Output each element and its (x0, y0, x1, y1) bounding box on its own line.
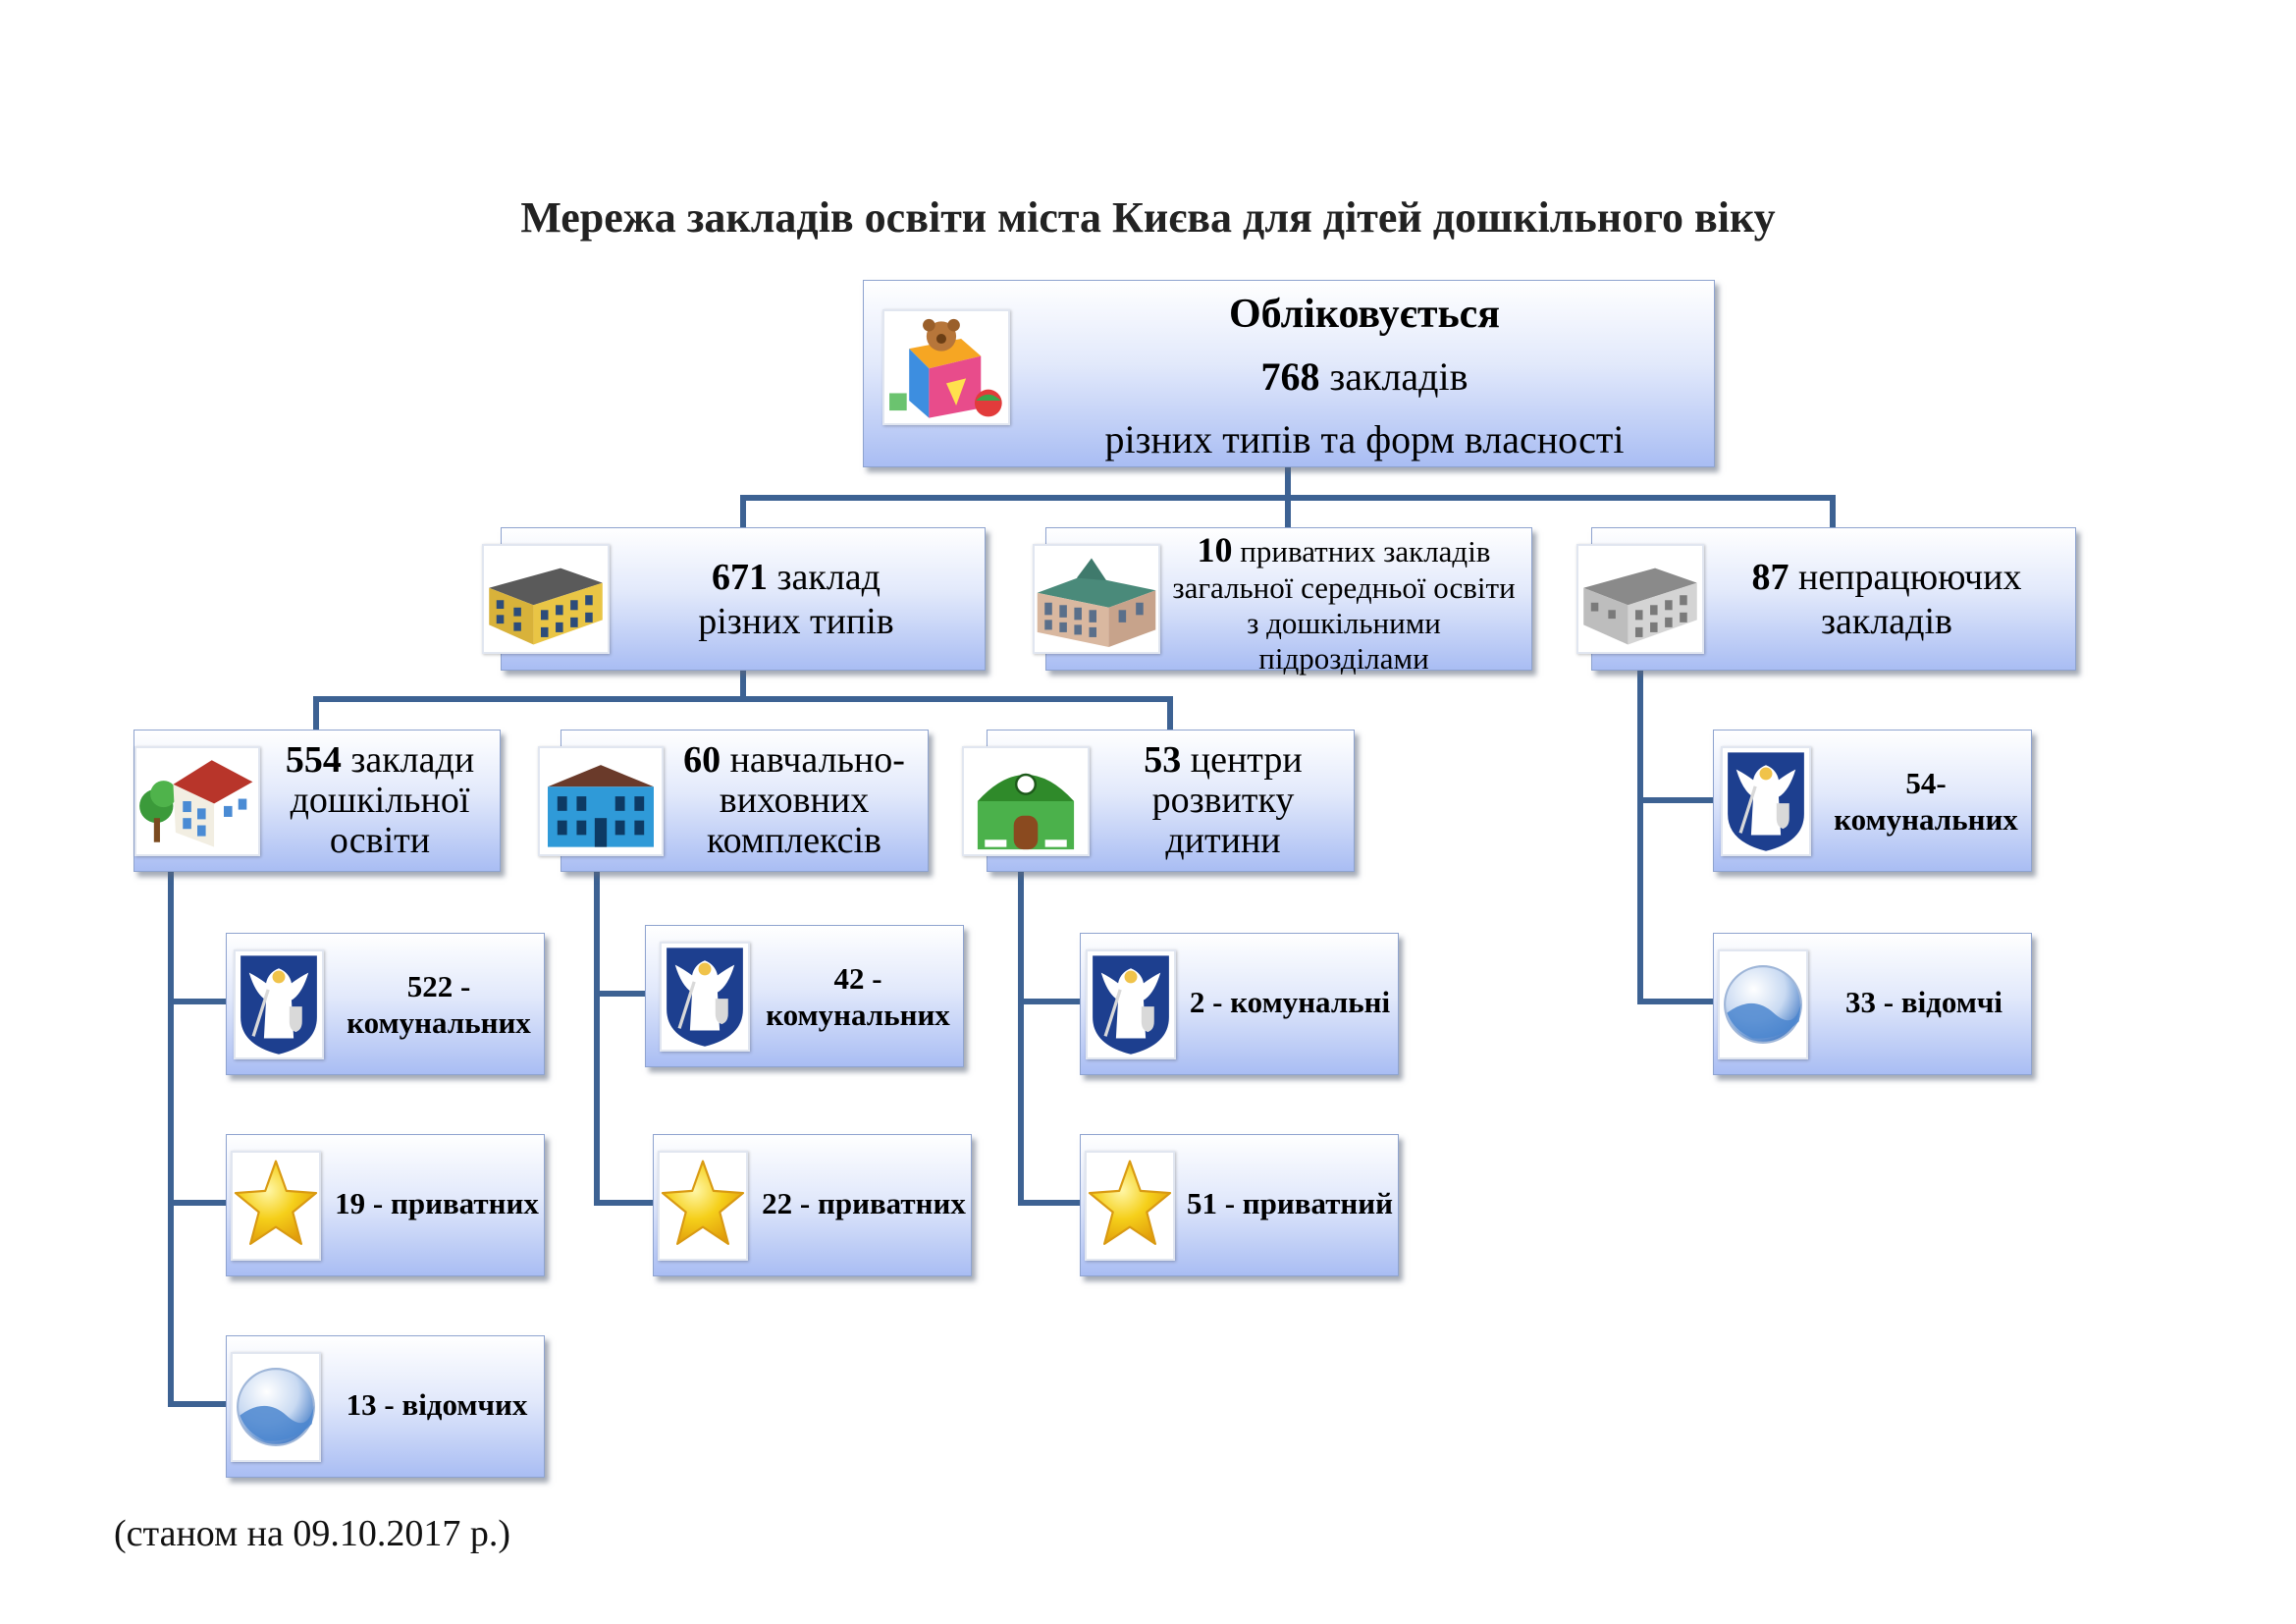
root-text: Обліковується 768 закладів різних типів … (1021, 283, 1708, 471)
leaf-54-text: 54- комунальних (1822, 766, 2030, 838)
node-554-preschool: 554 заклади дошкільної освіти (133, 730, 501, 872)
node-671-count: 671 (711, 557, 768, 598)
node-53-line3: дитини (1165, 820, 1281, 862)
node-60-count: 60 (683, 739, 721, 781)
leaf-522-communal: 522 - комунальних (226, 933, 545, 1075)
root-count-label: закладів (1329, 354, 1468, 399)
leaf-42-text: 42 - комунальних (754, 961, 962, 1033)
node-53-text: 53 центри розвитку дитини (1095, 739, 1351, 862)
node-671-line2: різних типів (698, 600, 894, 642)
node-554-label1: заклади (350, 739, 475, 781)
leaf-13-departmental: 13 - відомчих (226, 1335, 545, 1478)
node-87-line2: закладів (1820, 600, 1952, 642)
leaf-33-departmental: 33 - відомчі (1713, 933, 2032, 1075)
leaf-42-communal: 42 - комунальних (645, 925, 964, 1067)
node-10-line2: загальної середньої освіти (1172, 570, 1516, 606)
node-10-line1: 10 приватних закладів (1154, 530, 1533, 570)
node-87-count: 87 (1751, 557, 1789, 598)
leaf-522-text: 522 - комунальних (335, 969, 543, 1041)
house-with-tree-icon (134, 746, 260, 856)
node-53-line2: розвитку (1151, 780, 1295, 822)
star-icon (1085, 1151, 1175, 1261)
node-53-centers: 53 центри розвитку дитини (962, 730, 1355, 872)
leaf-13-text: 13 - відомчих (346, 1387, 528, 1422)
node-10-private-schools: 10 приватних закладів загальної середньо… (1033, 527, 1532, 676)
node-53-line1: 53 центри (1095, 739, 1351, 781)
star-icon (658, 1151, 748, 1261)
node-10-label1: приватних закладів (1240, 534, 1491, 568)
leaf-22-private: 22 - приватних (653, 1134, 972, 1276)
node-60-line2: виховних (719, 780, 870, 822)
leaf-19-text: 19 - приватних (335, 1186, 539, 1220)
node-60-line3: комплексів (707, 820, 881, 862)
node-554-count: 554 (285, 739, 342, 781)
leaf-54-communal: 54- комунальних (1713, 730, 2032, 872)
leaf-42-number: 42 - (833, 961, 882, 996)
leaf-19-private: 19 - приватних (226, 1134, 545, 1276)
node-10-line4: підрозділами (1258, 640, 1429, 676)
blue-sphere-icon (231, 1352, 321, 1462)
node-87-text: 87 непрацюючих закладів (1710, 556, 2063, 644)
node-53-label1: центри (1190, 739, 1303, 781)
root-line3: різних типів та форм власності (1104, 417, 1625, 461)
apartment-building-icon (482, 544, 610, 654)
node-554-text: 554 заклади дошкільної освіти (262, 739, 498, 862)
leaf-22-text: 22 - приватних (762, 1186, 966, 1220)
footnote-date: (станом на 09.10.2017 р.) (114, 1513, 510, 1554)
leaf-51-text: 51 - приватний (1186, 1186, 1394, 1220)
leaf-54-label: комунальних (1834, 801, 2018, 837)
blue-sphere-icon (1718, 949, 1808, 1059)
node-10-line3: з дошкільними (1247, 606, 1441, 641)
leaf-51-private: 51 - приватний (1080, 1134, 1399, 1276)
leaf-522-label: комунальних (347, 1004, 531, 1040)
node-60-complexes: 60 навчально- виховних комплексів (538, 730, 929, 872)
node-87-line1: 87 непрацюючих (1710, 556, 2063, 600)
node-87-inactive: 87 непрацюючих закладів (1576, 527, 2076, 671)
root-count: 768 (1260, 354, 1320, 399)
node-60-line1: 60 навчально- (664, 739, 925, 781)
node-60-text: 60 навчально- виховних комплексів (664, 739, 925, 862)
grey-building-icon (1576, 544, 1704, 654)
leaf-522-number: 522 - (406, 969, 471, 1003)
kyiv-coat-of-arms-icon (234, 949, 324, 1059)
leaf-2-communal: 2 - комунальні (1080, 933, 1399, 1075)
kyiv-coat-of-arms-icon (660, 942, 750, 1052)
root-node: Обліковується 768 закладів різних типів … (863, 280, 1715, 467)
star-icon (231, 1151, 321, 1261)
node-87-label1: непрацюючих (1797, 557, 2022, 598)
node-10-count: 10 (1197, 530, 1233, 569)
toy-box-icon (882, 309, 1010, 425)
mansion-icon (1033, 544, 1160, 654)
node-554-line3: освіти (329, 820, 431, 862)
node-671-label1: заклад (776, 557, 881, 598)
node-60-label1: навчально- (729, 739, 905, 781)
node-53-count: 53 (1144, 739, 1182, 781)
blue-house-icon (538, 746, 664, 856)
kyiv-coat-of-arms-icon (1721, 746, 1811, 856)
root-line2: 768 закладів (1021, 346, 1708, 408)
leaf-42-label: комунальних (766, 997, 950, 1032)
kyiv-coat-of-arms-icon (1086, 949, 1176, 1059)
node-554-line2: дошкільної (290, 780, 470, 822)
leaf-54-number: 54- (1905, 766, 1947, 800)
green-house-icon (962, 746, 1090, 856)
diagram-title: Мережа закладів освіти міста Києва для д… (520, 193, 1776, 242)
node-671-types: 671 заклад різних типів (482, 527, 986, 671)
root-line1: Обліковується (1228, 292, 1501, 337)
node-10-text: 10 приватних закладів загальної середньо… (1154, 530, 1533, 676)
node-554-line1: 554 заклади (262, 739, 498, 781)
leaf-33-text: 33 - відомчі (1845, 985, 2002, 1019)
leaf-2-text: 2 - комунальні (1189, 985, 1391, 1019)
node-671-text: 671 заклад різних типів (629, 556, 963, 644)
node-671-line1: 671 заклад (629, 556, 963, 600)
